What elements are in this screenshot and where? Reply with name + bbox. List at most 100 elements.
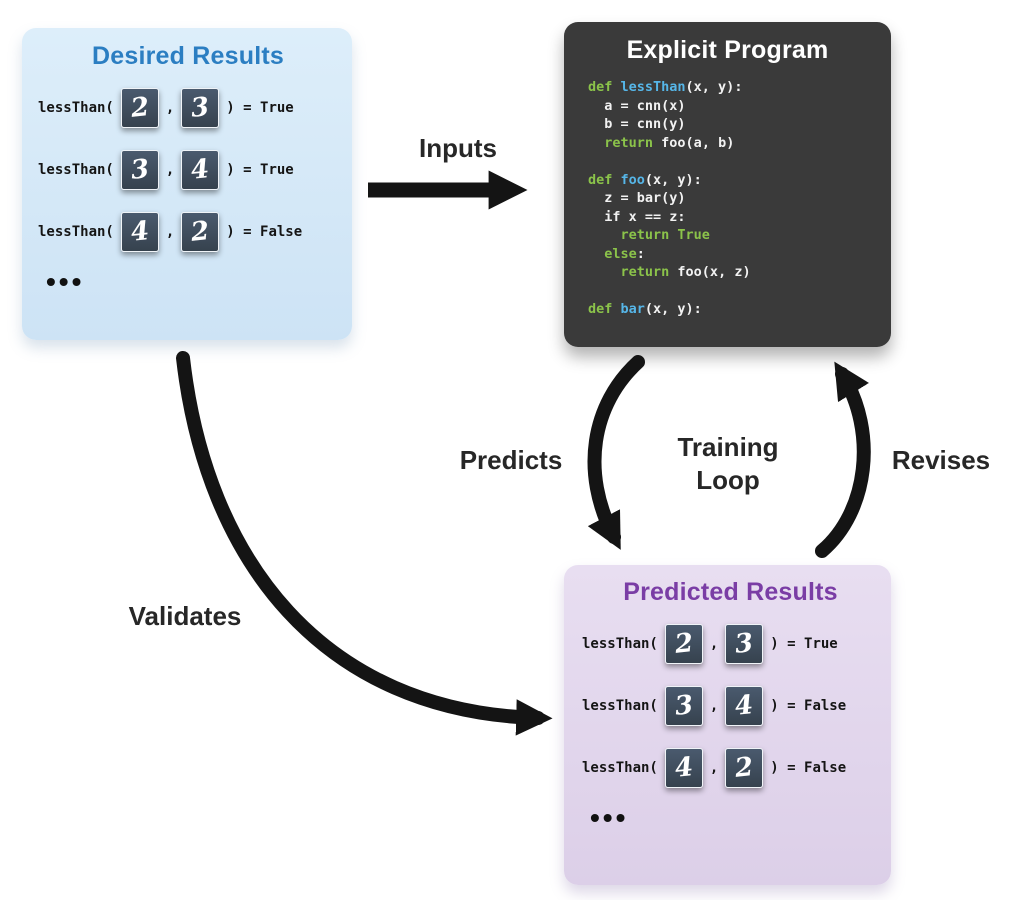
handwritten-digit-image: 2 — [120, 88, 159, 128]
code-line: return foo(a, b) — [588, 134, 891, 153]
explicit-program-panel: Explicit Program def lessThan(x, y): a =… — [564, 22, 891, 347]
code-token: : — [636, 245, 645, 262]
training-loop-label: Training Loop — [677, 431, 778, 498]
code-line: z = bar(y) — [588, 189, 891, 208]
code-line — [588, 282, 891, 301]
revises-arrow — [815, 361, 871, 558]
code-line: def foo(x, y): — [588, 171, 891, 190]
comma-separator: , — [709, 698, 719, 714]
handwritten-digit-image: 2 — [664, 624, 703, 664]
code-line: return True — [588, 226, 891, 245]
code-token: (x, y): — [644, 171, 702, 188]
explicit-program-title: Explicit Program — [626, 36, 829, 64]
code-token: return — [620, 264, 670, 280]
desired-results-rows: lessThan( 2, 3 ) = True lessThan( 3, 4 ) = True… — [38, 88, 338, 252]
code-token: if x == z: — [588, 208, 686, 225]
code-token: a = cnn(x) — [588, 97, 686, 114]
code-token: return — [604, 134, 654, 151]
digit-glyph: 2 — [733, 752, 755, 784]
result-value: ) = True — [226, 100, 294, 116]
revises-label: Revises — [891, 445, 991, 475]
code-token: z = bar(y) — [588, 190, 686, 206]
function-call-label: lessThan( — [582, 698, 658, 714]
code-token: lessThan — [620, 79, 686, 95]
result-value: ) = False — [226, 224, 303, 240]
code-token — [588, 246, 604, 262]
code-line: a = cnn(x) — [588, 97, 891, 116]
result-value: ) = True — [226, 162, 294, 178]
handwritten-digit-image: 4 — [181, 150, 220, 190]
code-line: b = cnn(y) — [588, 115, 891, 134]
digit-glyph: 3 — [673, 690, 695, 722]
function-call-label: lessThan( — [38, 162, 114, 178]
digit-glyph: 3 — [733, 628, 755, 660]
digit-glyph: 3 — [189, 92, 211, 124]
code-token: (x, y): — [644, 301, 702, 317]
function-call-label: lessThan( — [38, 100, 114, 116]
result-value: ) = True — [770, 636, 838, 652]
training-loop-line1: Training — [677, 432, 779, 462]
code-line: if x == z: — [588, 208, 891, 227]
predicts-arrow — [587, 355, 645, 550]
digit-glyph: 3 — [129, 154, 151, 186]
desired-ellipsis: ••• — [46, 266, 85, 297]
digit-glyph: 4 — [673, 752, 695, 784]
code-token: foo(a, b) — [653, 134, 735, 151]
handwritten-digit-image: 3 — [664, 686, 703, 726]
desired-results-title: Desired Results — [92, 42, 284, 70]
code-line: def bar(x, y): — [588, 300, 891, 319]
result-row: lessThan(4,2) = False — [582, 748, 879, 788]
code-line: return foo(x, z) — [588, 263, 891, 282]
code-token: (x, y): — [685, 79, 743, 95]
handwritten-digit-image: 4 — [120, 212, 159, 252]
comma-separator: , — [165, 100, 175, 116]
digit-glyph: 4 — [733, 690, 755, 722]
handwritten-digit-image: 4 — [664, 748, 703, 788]
function-call-label: lessThan( — [582, 636, 658, 652]
code-token: def — [588, 301, 621, 317]
comma-separator: , — [165, 162, 175, 178]
comma-separator: , — [709, 636, 719, 652]
code-block: def lessThan(x, y): a = cnn(x) b = cnn(y… — [588, 78, 891, 319]
validates-arrow — [176, 351, 553, 736]
code-token: foo — [620, 171, 645, 188]
digit-glyph: 4 — [129, 216, 151, 248]
handwritten-digit-image: 2 — [181, 212, 220, 252]
code-token: return True — [620, 227, 710, 243]
code-token — [588, 227, 621, 243]
code-token — [588, 264, 621, 280]
predicted-results-rows: lessThan( 2, 3 ) = True lessThan( 3, 4 ) = Fals… — [582, 624, 879, 788]
result-value: ) = False — [770, 760, 847, 776]
result-row: lessThan( 2, 3 ) = True — [38, 88, 338, 128]
handwritten-digit-image: 3 — [181, 88, 220, 128]
result-row: lessThan( 3, 4 ) = True — [38, 150, 338, 190]
handwritten-digit-image: 2 — [725, 748, 764, 788]
code-token: b = cnn(y) — [588, 116, 686, 132]
comma-separator: , — [709, 760, 719, 776]
predicted-ellipsis: ••• — [590, 802, 629, 833]
result-row: lessThan( 2, 3 ) = True — [582, 624, 879, 664]
code-token — [588, 135, 604, 151]
predicts-label: Predicts — [459, 445, 563, 475]
predicted-results-title: Predicted Results — [623, 578, 838, 606]
training-loop-line2: Loop — [696, 465, 760, 496]
validates-label: Validates — [128, 601, 242, 631]
digit-glyph: 2 — [673, 628, 695, 660]
code-token: def — [588, 79, 621, 95]
handwritten-digit-image: 3 — [725, 624, 764, 664]
handwritten-digit-image: 3 — [120, 150, 159, 190]
digit-glyph: 4 — [189, 154, 211, 186]
code-line — [588, 152, 891, 171]
code-token: foo(x, z) — [669, 264, 751, 280]
result-value: ) = False — [770, 698, 847, 714]
inputs-label: Inputs — [419, 133, 497, 163]
code-token: else — [604, 245, 637, 262]
code-line: else: — [588, 245, 891, 264]
result-row: lessThan(4,2) = False — [38, 212, 338, 252]
function-call-label: lessThan( — [38, 224, 114, 240]
handwritten-digit-image: 4 — [725, 686, 764, 726]
digit-glyph: 2 — [129, 92, 151, 124]
